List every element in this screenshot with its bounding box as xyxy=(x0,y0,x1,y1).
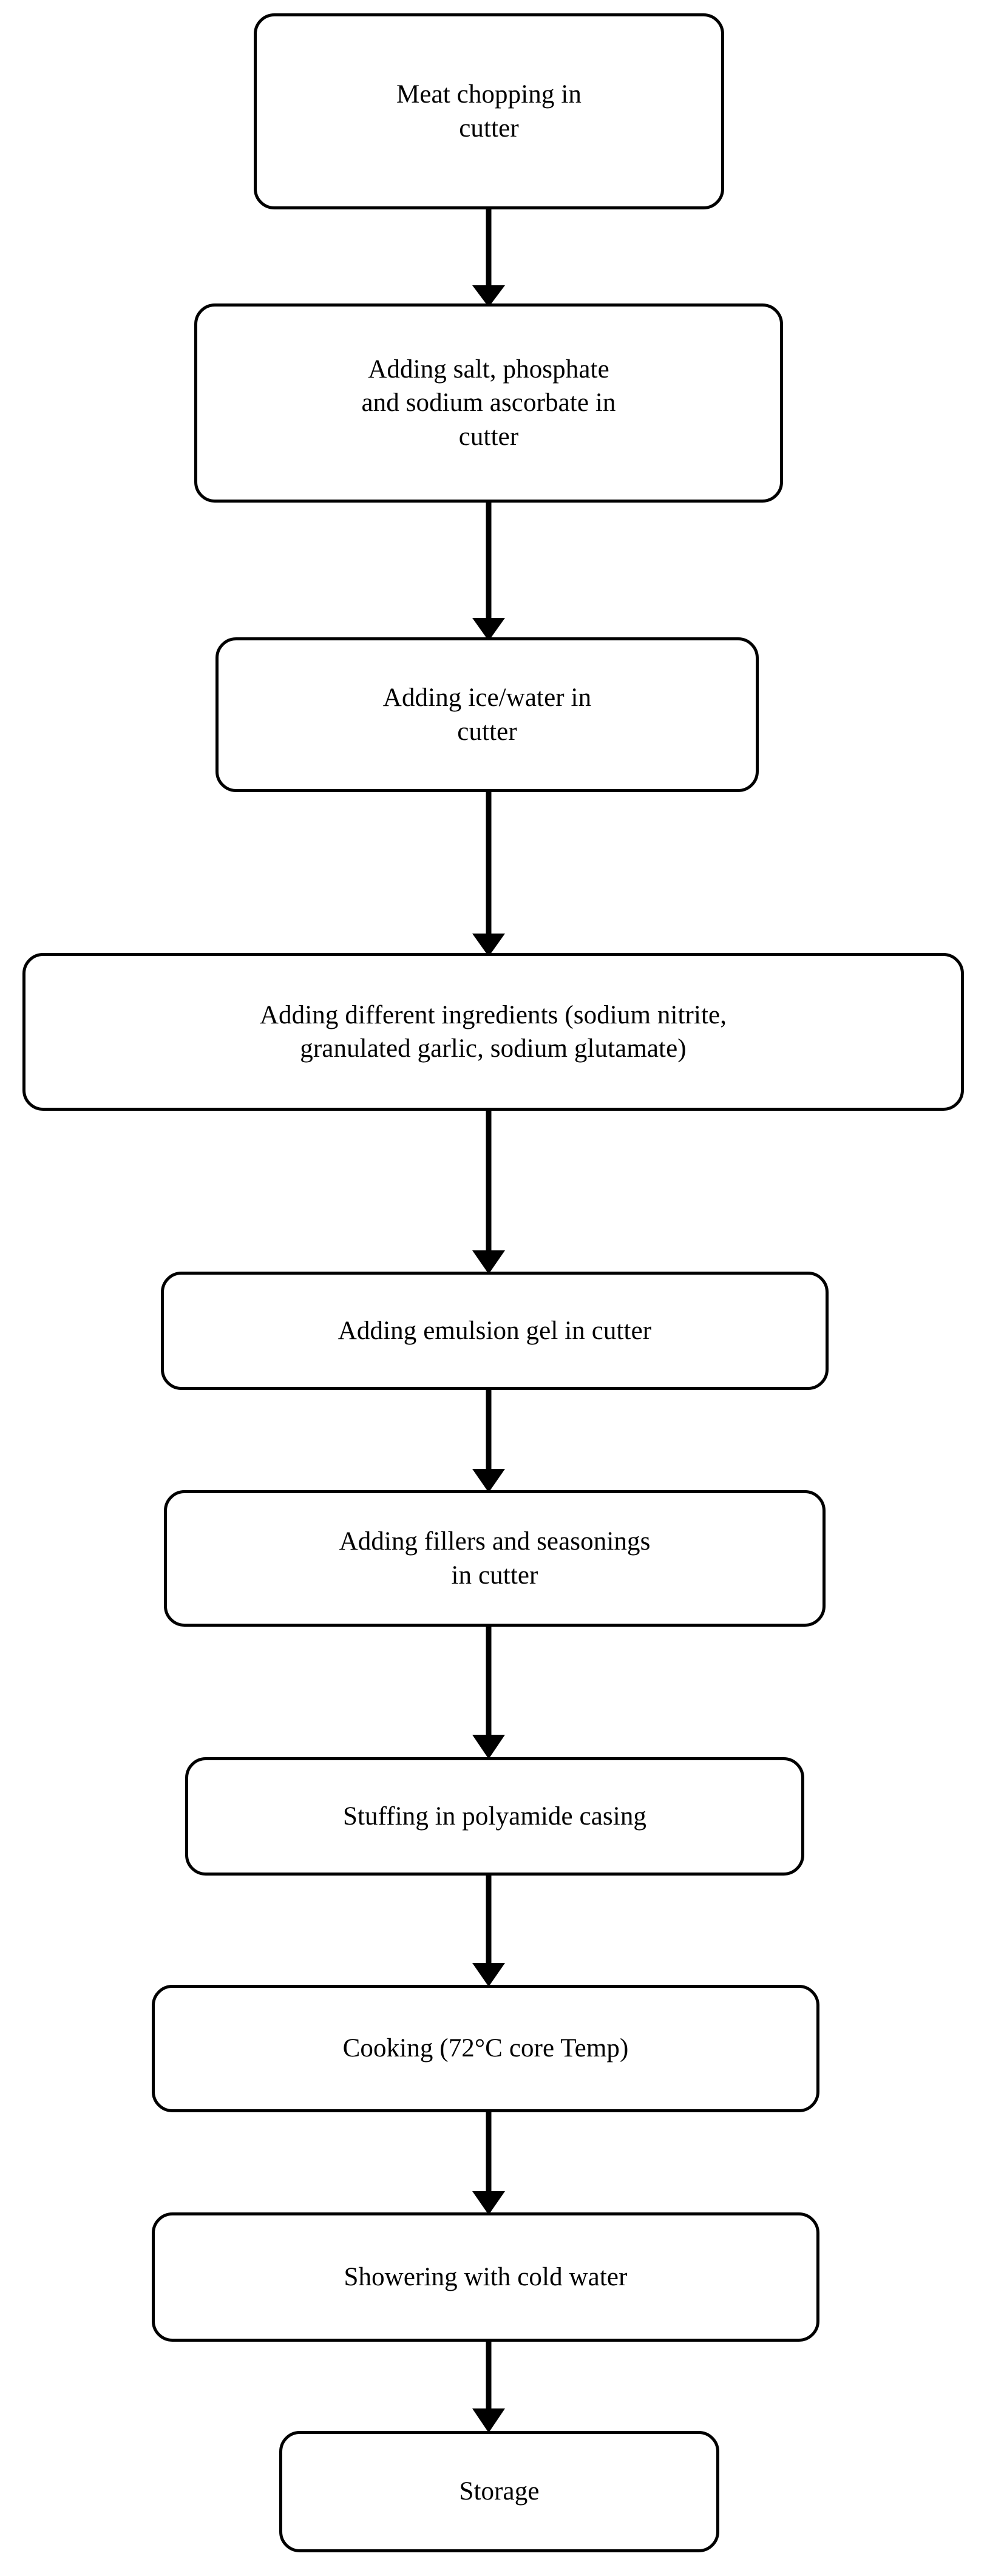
flow-node-label: Cooking (72°C core Temp) xyxy=(342,2034,629,2063)
flow-node-label: Adding salt, phosphate and sodium ascorb… xyxy=(361,355,616,451)
flow-node-label: Adding fillers and seasonings in cutter xyxy=(339,1527,651,1590)
connector-meat-chopping-to-adding-salt xyxy=(472,209,505,307)
flow-node-adding-ice-water[interactable]: Adding ice/water in cutter xyxy=(215,637,759,792)
connector-stuffing-to-cooking xyxy=(472,1876,505,1987)
flow-node-label: Adding ice/water in cutter xyxy=(382,683,592,746)
flow-node-adding-ingredients[interactable]: Adding different ingredients (sodium nit… xyxy=(22,953,964,1111)
flow-node-label: Adding emulsion gel in cutter xyxy=(337,1316,652,1345)
flow-node-adding-emulsion-gel[interactable]: Adding emulsion gel in cutter xyxy=(161,1272,829,1390)
flow-node-label: Stuffing in polyamide casing xyxy=(342,1802,647,1831)
flow-node-storage[interactable]: Storage xyxy=(279,2431,719,2552)
flow-node-label: Storage xyxy=(459,2477,540,2506)
connector-adding-emulsion-gel-to-adding-fillers xyxy=(472,1390,505,1493)
flow-node-meat-chopping[interactable]: Meat chopping in cutter xyxy=(254,13,724,209)
flow-node-adding-salt[interactable]: Adding salt, phosphate and sodium ascorb… xyxy=(194,303,783,503)
connector-cooking-to-showering xyxy=(472,2112,505,2215)
flow-node-label: Showering with cold water xyxy=(344,2262,628,2291)
connector-adding-salt-to-adding-ice-water xyxy=(472,503,505,641)
connector-adding-fillers-to-stuffing xyxy=(472,1627,505,1759)
connector-adding-ice-water-to-adding-ingredients xyxy=(472,792,505,957)
flow-node-stuffing[interactable]: Stuffing in polyamide casing xyxy=(185,1757,804,1876)
connector-adding-ingredients-to-adding-emulsion-gel xyxy=(472,1111,505,1274)
connector-showering-to-storage xyxy=(472,2342,505,2433)
flow-node-label: Meat chopping in cutter xyxy=(396,80,582,143)
flow-node-showering[interactable]: Showering with cold water xyxy=(152,2212,819,2342)
flow-node-adding-fillers[interactable]: Adding fillers and seasonings in cutter xyxy=(164,1490,826,1627)
flow-node-label: Adding different ingredients (sodium nit… xyxy=(259,1000,727,1063)
flow-node-cooking[interactable]: Cooking (72°C core Temp) xyxy=(152,1985,819,2112)
